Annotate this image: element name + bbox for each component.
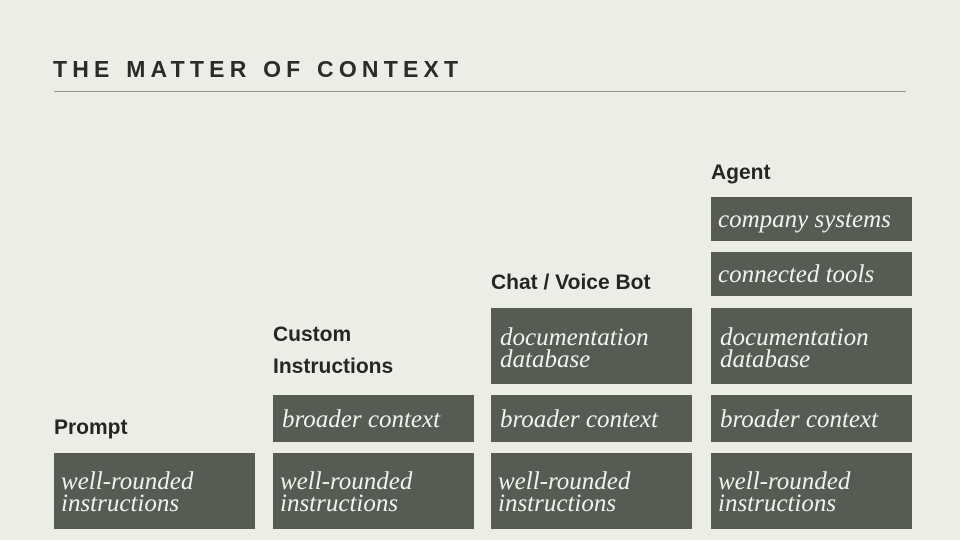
block-well-rounded-instructions: well-rounded instructions	[273, 453, 474, 529]
block-text-line: well-rounded	[61, 468, 194, 495]
column-label-custom-instructions: Custom Instructions	[273, 319, 393, 383]
block-text-line: well-rounded	[718, 468, 851, 495]
column-label-chat-voice-bot: Chat / Voice Bot	[491, 267, 650, 299]
column-label-line: Agent	[711, 161, 771, 184]
block-text-line: well-rounded	[498, 468, 631, 495]
block-text-line: database	[500, 346, 591, 373]
block-text-line: well-rounded	[280, 468, 413, 495]
block-documentation-database: documentation database	[491, 308, 692, 384]
block-text-line: instructions	[718, 490, 837, 517]
block-text-line: broader context	[720, 406, 879, 433]
block-well-rounded-instructions: well-rounded instructions	[711, 453, 912, 529]
title-divider	[54, 91, 906, 92]
block-text-line: instructions	[498, 490, 617, 517]
block-text-line: connected tools	[718, 261, 875, 288]
block-text-line: documentation	[500, 324, 649, 351]
block-well-rounded-instructions: well-rounded instructions	[491, 453, 692, 529]
block-company-systems: company systems	[711, 197, 912, 241]
column-label-line: Custom	[273, 323, 352, 346]
column-label-line: Chat / Voice Bot	[491, 271, 651, 294]
block-text-line: documentation	[720, 324, 869, 351]
block-documentation-database: documentation database	[711, 308, 912, 384]
block-well-rounded-instructions: well-rounded instructions	[54, 453, 255, 529]
column-label-line: Prompt	[54, 416, 128, 439]
block-connected-tools: connected tools	[711, 252, 912, 296]
block-broader-context: broader context	[711, 395, 912, 442]
block-text-line: broader context	[282, 406, 441, 433]
column-label-prompt: Prompt	[54, 412, 128, 444]
block-broader-context: broader context	[273, 395, 474, 442]
column-label-line: Instructions	[273, 355, 394, 378]
column-label-agent: Agent	[711, 157, 771, 189]
slide-title: THE MATTER OF CONTEXT	[53, 56, 464, 82]
block-text-line: broader context	[500, 406, 659, 433]
block-text-line: database	[720, 346, 811, 373]
block-text-line: instructions	[280, 490, 399, 517]
block-text-line: instructions	[61, 490, 180, 517]
block-text-line: company systems	[718, 206, 891, 233]
block-broader-context: broader context	[491, 395, 692, 442]
